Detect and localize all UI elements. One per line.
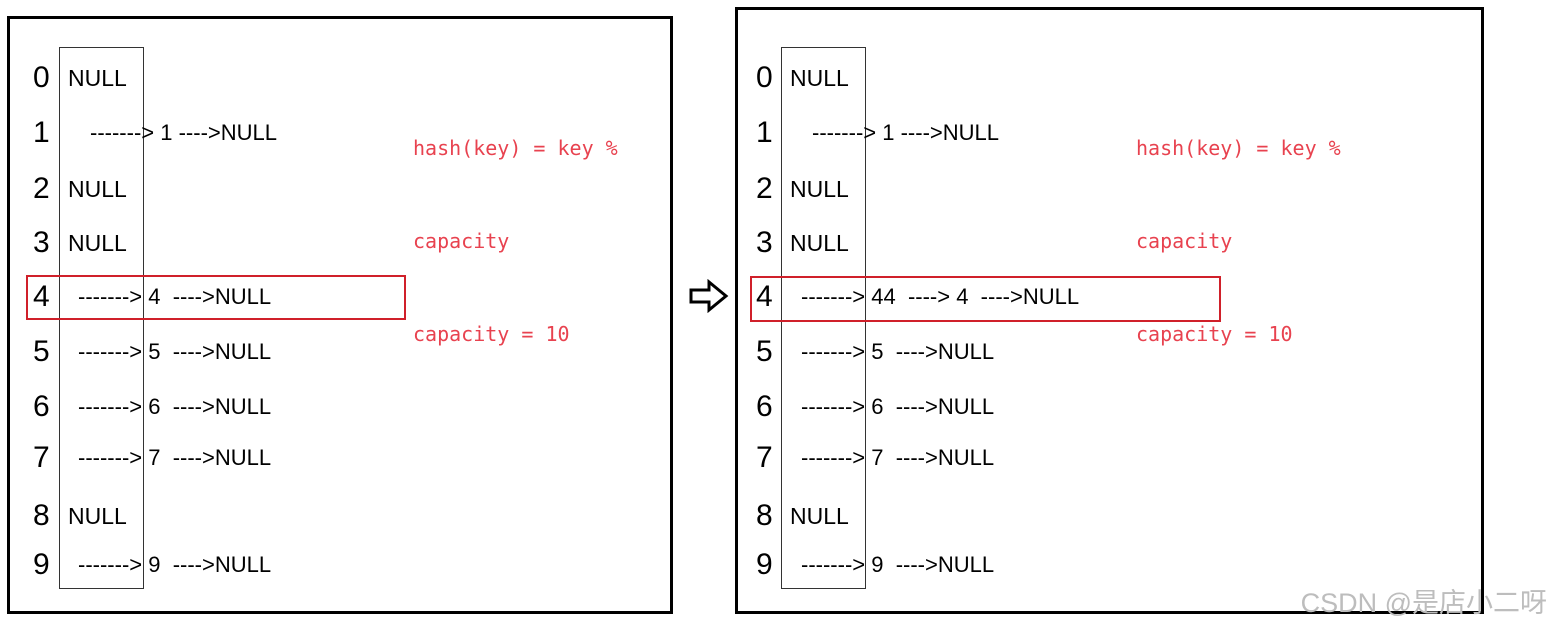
chain: -------> 5 ---->NULL xyxy=(78,339,272,364)
hash-table-before: 0 NULL 1 -------> 1 ---->NULL 2 NULL 3 N… xyxy=(7,16,673,614)
formula-line: capacity xyxy=(413,229,510,253)
bucket-index: 2 xyxy=(33,172,50,205)
bucket-index: 8 xyxy=(33,499,50,532)
formula-line: capacity = 10 xyxy=(1136,322,1293,346)
bucket-index: 1 xyxy=(33,116,50,149)
chain: -------> 7 ---->NULL xyxy=(78,445,272,470)
null-cell: NULL xyxy=(68,176,127,202)
null-cell: NULL xyxy=(790,176,849,202)
chain: -------> 9 ---->NULL xyxy=(78,552,272,577)
formula-line: capacity = 10 xyxy=(413,322,570,346)
bucket-index: 4 xyxy=(33,280,50,313)
bucket-index: 9 xyxy=(756,548,773,581)
bucket-index: 1 xyxy=(756,116,773,149)
null-cell: NULL xyxy=(68,65,127,91)
bucket-index: 9 xyxy=(33,548,50,581)
chain: -------> 1 ---->NULL xyxy=(812,120,999,145)
chain: -------> 44 ----> 4 ---->NULL xyxy=(801,284,1080,309)
null-cell: NULL xyxy=(790,503,849,529)
chain: -------> 1 ---->NULL xyxy=(90,120,277,145)
null-cell: NULL xyxy=(68,230,127,256)
bucket-index: 0 xyxy=(756,61,773,94)
chain: -------> 6 ---->NULL xyxy=(78,394,272,419)
chain: -------> 9 ---->NULL xyxy=(801,552,995,577)
bucket-index: 3 xyxy=(33,226,50,259)
null-cell: NULL xyxy=(68,503,127,529)
chain: -------> 4 ---->NULL xyxy=(78,284,272,309)
bucket-index: 5 xyxy=(756,335,773,368)
null-cell: NULL xyxy=(790,65,849,91)
highlight-box xyxy=(750,276,1221,322)
bucket-index: 7 xyxy=(33,441,50,474)
highlight-box xyxy=(26,275,406,320)
bucket-index: 8 xyxy=(756,499,773,532)
formula-line: hash(key) = key % xyxy=(413,136,618,160)
null-cell: NULL xyxy=(790,230,849,256)
hash-formula: hash(key) = key % capacity capacity = 10 xyxy=(1136,71,1341,412)
bucket-index: 4 xyxy=(756,280,773,313)
hash-formula: hash(key) = key % capacity capacity = 10 xyxy=(413,71,618,412)
bucket-index: 0 xyxy=(33,61,50,94)
bucket-index: 6 xyxy=(756,390,773,423)
bucket-index: 7 xyxy=(756,441,773,474)
bucket-index: 5 xyxy=(33,335,50,368)
formula-line: hash(key) = key % xyxy=(1136,136,1341,160)
right-arrow-icon xyxy=(689,278,729,318)
bucket-index: 2 xyxy=(756,172,773,205)
chain: -------> 5 ---->NULL xyxy=(801,339,995,364)
watermark: CSDN @是店小二呀 xyxy=(1300,588,1547,618)
bucket-array xyxy=(781,47,866,589)
bucket-index: 3 xyxy=(756,226,773,259)
hash-table-after: 0 NULL 1 -------> 1 ---->NULL 2 NULL 3 N… xyxy=(735,7,1484,614)
chain: -------> 6 ---->NULL xyxy=(801,394,995,419)
bucket-index: 6 xyxy=(33,390,50,423)
formula-line: capacity xyxy=(1136,229,1233,253)
chain: -------> 7 ---->NULL xyxy=(801,445,995,470)
